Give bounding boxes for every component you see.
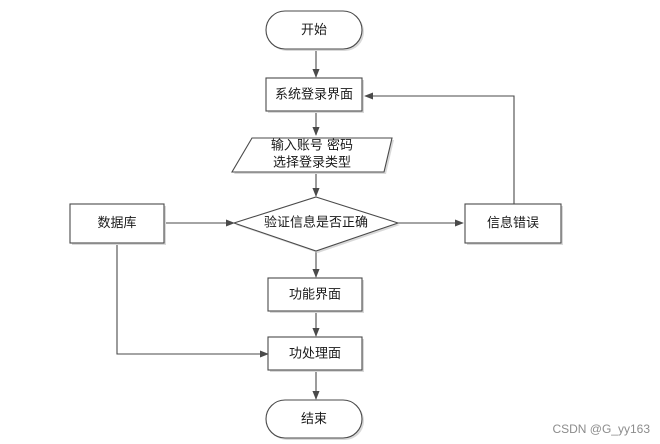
edge-database-to-process — [116, 244, 269, 358]
start-node: 开始 — [265, 10, 364, 51]
verify-label: 验证信息是否正确 — [264, 215, 368, 231]
input-node: 输入账号 密码 选择登录类型 — [231, 137, 394, 174]
database-label: 数据库 — [97, 215, 136, 231]
database-node: 数据库 — [69, 203, 166, 245]
error-label: 信息错误 — [487, 215, 539, 231]
function-page-node: 功能界面 — [267, 277, 364, 313]
end-label: 结束 — [301, 412, 327, 427]
end-node: 结束 — [265, 399, 364, 440]
process-page-label: 功处理面 — [289, 347, 341, 362]
error-node: 信息错误 — [464, 203, 563, 245]
function-page-label: 功能界面 — [289, 288, 341, 303]
login-page-node: 系统登录界面 — [265, 77, 364, 113]
edge-error-to-login — [364, 92, 515, 204]
login-page-label: 系统登录界面 — [275, 88, 353, 103]
edges — [116, 50, 515, 400]
watermark: CSDN @G_yy163 — [552, 422, 650, 436]
input-label-line1: 输入账号 密码 — [271, 138, 353, 154]
start-label: 开始 — [301, 23, 327, 38]
verify-node: 验证信息是否正确 — [232, 196, 400, 253]
input-label-line2: 选择登录类型 — [273, 156, 351, 171]
process-page-node: 功处理面 — [267, 336, 364, 372]
